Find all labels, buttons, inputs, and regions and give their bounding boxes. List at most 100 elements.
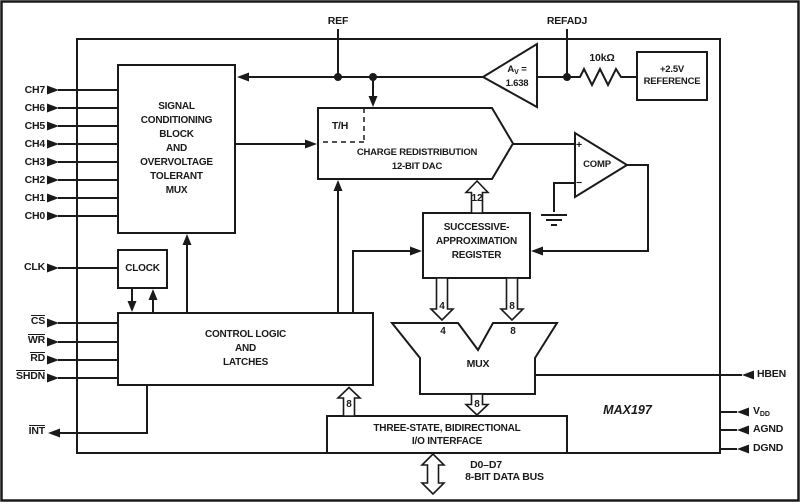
reference-line2: REFERENCE	[643, 76, 701, 87]
pin-label-shdn: SHDN	[16, 370, 45, 383]
reference-line1: +2.5V	[659, 63, 685, 75]
amp-gain-value: 1.638	[505, 77, 529, 89]
pin-label-refadj: REFADJ	[546, 15, 588, 27]
clock-label: CLOCK	[125, 263, 160, 274]
left-pin-arrowheads	[47, 85, 59, 273]
dac-shape	[317, 107, 515, 180]
pin-label-hben: HBEN	[757, 368, 786, 380]
clock-ctrl-wires	[131, 288, 154, 313]
ctrl-into-sigmux-arrowhead	[182, 234, 192, 245]
vdd-sub: DD	[759, 411, 770, 418]
int-output-wire	[60, 385, 148, 434]
pin-label-cs: CS	[30, 315, 45, 328]
supply-wires	[720, 411, 737, 450]
io-line1: THREE-STATE, BIDIRECTIONAL	[373, 422, 521, 434]
sigcond-line5: OVERVOLTAGE	[140, 157, 213, 168]
sar-line1: SUCCESSIVE-	[443, 222, 510, 233]
bus12-label: 12	[471, 193, 483, 204]
control-logic-text: CONTROL LOGIC AND LATCHES	[118, 313, 373, 385]
bus12-arrow	[464, 179, 490, 214]
io-line2: I/O INTERFACE	[411, 435, 483, 447]
th-label: T/H	[331, 120, 349, 132]
mux-in4-label: 4	[440, 326, 446, 337]
dac-line2: 12-BIT DAC	[391, 161, 443, 172]
th-divider-dashed	[318, 108, 365, 143]
amp-gain-sub: V	[514, 69, 519, 76]
sigmux-into-dac-arrowhead	[305, 139, 317, 149]
ref-into-dac-arrowhead	[368, 96, 378, 107]
pin-label-int: INT	[28, 425, 45, 438]
int-overline-text: INT	[28, 425, 45, 437]
data-bus-label: 8-BIT DATA BUS	[465, 471, 544, 483]
dac-line1: CHARGE REDISTRIBUTION	[356, 147, 478, 158]
sigcond-line1: SIGNAL	[158, 101, 195, 112]
supply-arrowheads	[737, 407, 749, 454]
sar-line2: APPROXIMATION	[435, 236, 518, 247]
ref-junction-dot	[334, 73, 342, 81]
ctrl-line2: AND	[234, 343, 257, 354]
mux-shape	[389, 322, 559, 395]
pin-label-ch4: CH4	[24, 138, 46, 150]
pin-label-dgnd: DGND	[753, 442, 784, 454]
ground-symbol	[541, 214, 567, 226]
hben-arrowhead	[742, 370, 754, 380]
sigcond-line4: AND	[165, 143, 188, 154]
vdd-base: V	[753, 405, 760, 417]
comp-to-sar-wire	[543, 164, 649, 252]
ref-into-sigmux-arrowhead	[237, 72, 249, 82]
amp-gain-text: AV = 1.638	[494, 64, 540, 89]
amplifier-triangle	[481, 42, 538, 109]
resistor-value: 10kΩ	[589, 52, 615, 64]
mux-out-bus-label: 8	[474, 399, 480, 410]
pin-label-ch0: CH0	[24, 210, 46, 222]
comp-into-sar-arrowhead	[531, 246, 543, 256]
bus4-arrow	[429, 277, 455, 322]
pin-label-ch3: CH3	[24, 156, 46, 168]
ctrl-io-bus-arrow	[336, 386, 362, 417]
comparator-triangle	[574, 131, 629, 199]
sigcond-line2: CONDITIONING	[140, 115, 213, 126]
int-arrowhead	[48, 428, 60, 438]
pin-label-ch6: CH6	[24, 102, 46, 114]
wr-overline-text: WR	[27, 334, 45, 346]
rd-overline-text: RD	[30, 352, 45, 364]
bus4-label: 4	[439, 301, 445, 312]
pin-label-rd: RD	[30, 352, 45, 365]
signal-conditioning-text: SIGNAL CONDITIONING BLOCK AND OVERVOLTAG…	[118, 65, 235, 233]
analog-input-wires	[58, 89, 118, 269]
bus8-arrow	[499, 277, 525, 322]
sigcond-line3: BLOCK	[159, 129, 194, 140]
data-range-label: D0–D7	[470, 459, 502, 471]
mux-out-bus-arrow	[464, 393, 490, 417]
amp-gain-line1: AV =	[507, 64, 527, 79]
cs-overline-text: CS	[30, 315, 45, 327]
clock-text: CLOCK	[118, 250, 167, 288]
sar-text: SUCCESSIVE- APPROXIMATION REGISTER	[423, 213, 530, 278]
amp-gain-base: A	[507, 64, 515, 75]
pin-label-ch5: CH5	[24, 120, 46, 132]
ctrl-io-bus-label: 8	[346, 399, 352, 410]
ctrl-to-sar-wire	[352, 250, 410, 313]
pin-label-wr: WR	[27, 334, 45, 347]
io-interface-box	[326, 415, 568, 454]
sigcond-line6: TOLERANT	[150, 171, 203, 182]
sigcond-line7: MUX	[165, 185, 188, 196]
ctrl-into-sar-arrowhead	[410, 246, 422, 256]
pin-label-agnd: AGND	[753, 423, 784, 435]
resistor-zigzag	[567, 66, 637, 88]
mux-label: MUX	[466, 358, 490, 370]
pin-label-ref: REF	[327, 15, 349, 27]
ctrl-into-dac-arrowhead	[333, 180, 343, 191]
control-input-wires	[58, 322, 118, 379]
comp-minus-wire	[553, 182, 575, 212]
control-pin-arrowheads	[47, 318, 59, 383]
pin-label-vdd: VDD	[753, 405, 770, 421]
ctrl-line1: CONTROL LOGIC	[204, 329, 287, 340]
comp-label: COMP	[583, 159, 611, 170]
pin-label-clk: CLK	[24, 261, 45, 273]
shdn-overline-text: SHDN	[16, 370, 45, 382]
amp-gain-eq: =	[521, 64, 527, 75]
signal-conditioning-box	[117, 64, 236, 234]
